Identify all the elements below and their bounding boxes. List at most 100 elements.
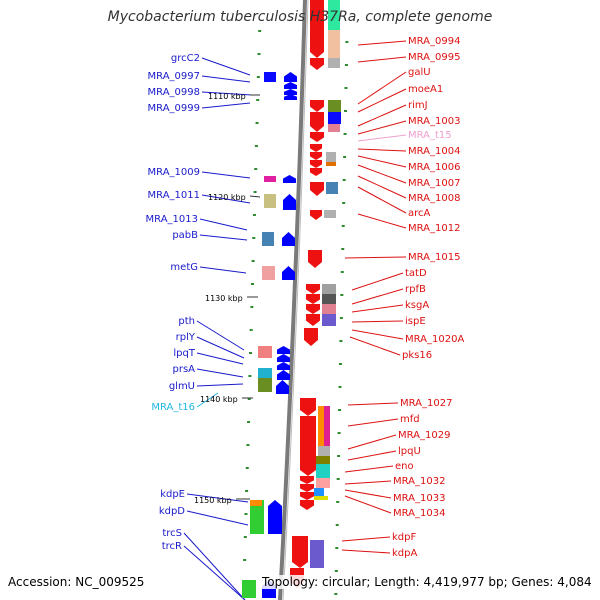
tick-mark	[341, 225, 345, 227]
function-color-bar	[262, 232, 274, 246]
reverse-gene-arrow	[300, 500, 314, 510]
gene-label-right: MRA_1004	[408, 146, 460, 157]
leader-line	[341, 536, 391, 542]
reverse-gene-arrow	[310, 0, 324, 58]
feature-color-bars	[242, 0, 341, 598]
tick-mark	[343, 156, 347, 158]
leader-line	[351, 304, 404, 313]
reverse-gene-arrow	[310, 144, 322, 152]
leader-line	[344, 495, 392, 514]
gene-label-right: MRA_1027	[400, 398, 452, 409]
gene-label-left: trcR	[162, 541, 182, 552]
tick-mark	[342, 179, 346, 181]
tick-mark	[345, 41, 349, 43]
tick-mark	[343, 133, 347, 135]
tick-mark	[247, 398, 251, 400]
leader-line	[344, 480, 392, 485]
tick-mark	[336, 501, 340, 503]
function-color-bar	[326, 182, 338, 194]
function-color-bar	[314, 488, 324, 496]
gene-label-right: MRA_1029	[398, 430, 450, 441]
leader-line	[196, 336, 245, 359]
tick-mark	[256, 76, 260, 78]
forward-gene-arrow	[277, 346, 290, 354]
tick-mark	[339, 340, 343, 342]
ruler-label: 1110 kbp	[208, 92, 246, 101]
gene-arrows	[262, 0, 324, 598]
reverse-gene-arrow	[310, 58, 324, 70]
forward-gene-arrow	[277, 354, 290, 362]
leader-line	[196, 383, 244, 387]
tick-mark	[334, 570, 338, 572]
gene-label-right: MRA_0995	[408, 52, 460, 63]
leader-line	[357, 56, 407, 63]
accession-label: Accession: NC_009525	[8, 575, 145, 589]
function-color-bar	[316, 478, 330, 488]
gene-label-left: MRA_0997	[148, 71, 200, 82]
tick-mark	[254, 168, 258, 170]
genome-backbone	[278, 0, 309, 600]
gene-label-left: MRA_0998	[148, 87, 200, 98]
reverse-gene-arrow	[292, 536, 308, 568]
leader-line	[199, 234, 248, 241]
forward-gene-arrow	[277, 370, 290, 380]
map-title: Mycobacterium tuberculosis H37Ra, comple…	[107, 9, 493, 25]
tick-mark	[340, 271, 344, 273]
leader-line	[357, 120, 407, 135]
tick-mark	[253, 191, 257, 193]
leader-line	[357, 164, 407, 184]
genome-summary-label: Topology: circular; Length: 4,419,977 bp…	[262, 575, 592, 589]
function-color-bar	[316, 464, 330, 478]
leader-line	[201, 57, 251, 76]
tick-mark	[251, 260, 255, 262]
gene-labels: grcC2MRA_0997MRA_0998MRA_0999MRA_1009MRA…	[146, 36, 465, 559]
forward-gene-arrow	[283, 175, 296, 183]
forward-gene-arrow	[268, 500, 282, 534]
leader-line	[351, 320, 404, 323]
forward-gene-arrow	[284, 89, 297, 95]
leader-line	[196, 368, 244, 378]
reverse-gene-arrow	[310, 182, 324, 196]
gene-label-left: MRA_0999	[148, 103, 200, 114]
tick-mark	[337, 455, 341, 457]
forward-gene-arrow	[283, 194, 296, 210]
forward-gene-arrow	[277, 362, 290, 370]
gene-label-right: MRA_1032	[393, 476, 445, 487]
reverse-gene-arrow	[310, 152, 322, 160]
leader-line	[347, 402, 399, 406]
gene-label-left: pth	[178, 316, 195, 327]
leader-line	[196, 352, 244, 365]
leader-line	[201, 171, 251, 179]
reverse-gene-arrow	[306, 314, 320, 326]
function-color-bar	[328, 30, 340, 58]
function-color-bar	[310, 540, 324, 568]
function-color-bar	[258, 368, 272, 378]
tick-mark	[252, 237, 256, 239]
function-color-bar	[264, 72, 276, 82]
ruler-tick-line	[249, 195, 261, 198]
tick-mark	[334, 593, 338, 595]
function-color-bar	[250, 500, 264, 534]
tick-mark	[245, 490, 249, 492]
gene-label-right: MRA_1015	[408, 252, 460, 263]
forward-gene-arrow	[284, 82, 297, 89]
reverse-gene-arrow	[306, 294, 320, 304]
reverse-gene-arrow	[306, 284, 320, 294]
leader-line	[196, 320, 245, 351]
function-color-bar	[264, 176, 276, 182]
reverse-gene-arrow	[300, 398, 316, 416]
gene-label-right: mfd	[400, 414, 420, 425]
tick-mark	[243, 536, 247, 538]
function-color-bar	[250, 500, 262, 506]
gene-label-right: ispE	[405, 316, 426, 327]
gene-label-left: prsA	[172, 364, 195, 375]
reverse-gene-arrow	[300, 484, 314, 492]
leader-line	[201, 194, 251, 204]
leader-line	[357, 186, 407, 214]
leader-line	[199, 266, 247, 274]
gene-label-left: grcC2	[171, 53, 200, 64]
leader-line	[357, 40, 407, 46]
leader-line	[196, 392, 219, 408]
leader-line	[357, 134, 407, 142]
